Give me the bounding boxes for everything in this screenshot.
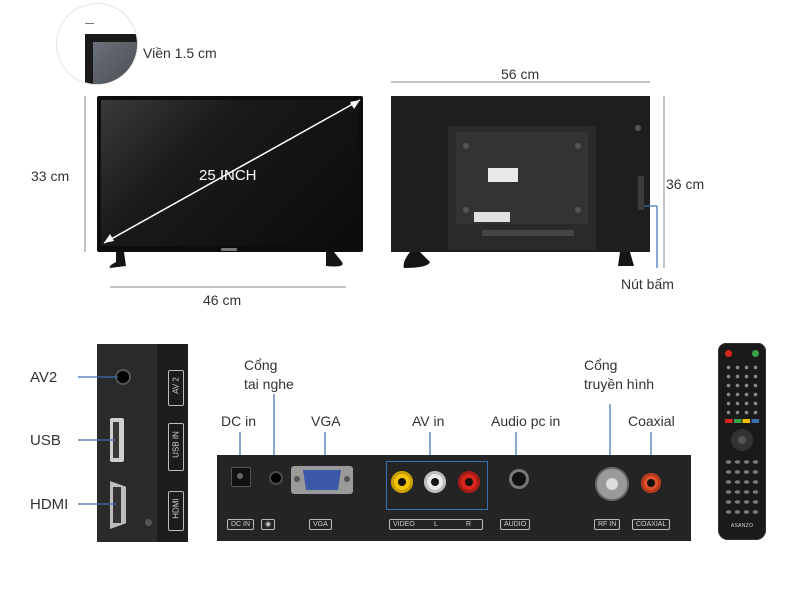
panel-label-dc-in: DC IN (227, 519, 255, 530)
front-logo (221, 248, 237, 251)
screen-size-label: 25 INCH (199, 167, 257, 184)
av-right-jack (458, 471, 480, 493)
remote-dpad (731, 429, 753, 451)
coaxial-port (641, 473, 661, 493)
front-height-label: 33 cm (31, 168, 70, 184)
bezel-width-marker (85, 23, 94, 24)
remote-control: ASANZO (718, 343, 766, 540)
back-sticker (488, 168, 518, 182)
panel-label-video: VIDEO (393, 521, 415, 528)
headphone-port (269, 471, 283, 485)
panel-label-vga: VGA (309, 519, 332, 530)
panel-label-usb: USB IN (168, 423, 184, 471)
dimension-overlay (84, 81, 665, 288)
back-stand-left (403, 252, 430, 268)
audio-pc-in-label: Audio pc in (491, 413, 561, 429)
buttons-label: Nút bấm (621, 276, 674, 292)
bezel-zoom (57, 4, 137, 84)
panel-label-audio: AUDIO (500, 519, 531, 530)
usb-label: USB (30, 432, 61, 449)
bezel-corner (85, 34, 137, 84)
vesa-hole-1 (463, 143, 469, 149)
av2-label: AV2 (30, 369, 58, 386)
panel-label-hdmi: HDMI (168, 491, 184, 531)
vesa-hole-2 (575, 143, 581, 149)
headphone-label-line1: Cổng (244, 357, 278, 373)
remote-brand-logo: ASANZO (730, 523, 754, 529)
back-buttons (638, 176, 644, 210)
panel-label-r: R (466, 521, 472, 528)
remote-lower-buttons (724, 457, 760, 515)
av-left-jack (424, 471, 446, 493)
hdmi-port (110, 481, 126, 529)
dc-in-label: DC in (221, 413, 257, 429)
vesa-hole-3 (463, 207, 469, 213)
panel-label-headphone-icon: ◉ (261, 519, 276, 530)
av-in-label: AV in (412, 413, 445, 429)
vga-label: VGA (311, 413, 341, 429)
rf-in-port (595, 467, 629, 501)
remote-number-pad (724, 363, 760, 415)
panel-label-av2: AV 2 (168, 370, 184, 406)
av-video-jack (391, 471, 413, 493)
tv-port-label-line1: Cổng (584, 357, 618, 373)
tv-port-label-line2: truyền hình (584, 376, 655, 392)
diagonal-arrow (103, 99, 361, 244)
audio-pc-in-port (509, 469, 529, 489)
vga-port (291, 466, 353, 494)
bezel-label: Viền 1.5 cm (143, 45, 217, 61)
back-height-label: 36 cm (666, 176, 705, 192)
front-stand-left (109, 252, 126, 268)
back-width-label: 56 cm (501, 66, 540, 82)
hdmi-label: HDMI (30, 496, 69, 513)
back-stand-right (618, 252, 634, 266)
panel-label-l: L (434, 521, 438, 528)
coaxial-label: Coaxial (628, 413, 675, 429)
remote-mute-button (752, 350, 759, 357)
vesa-hole-4 (575, 207, 581, 213)
front-stand-right (326, 252, 343, 267)
rear-port-panel: DC IN ◉ VGA VIDEO L R AUDIO RF IN COAXIA… (217, 455, 691, 541)
front-width-label: 46 cm (203, 292, 242, 308)
headphone-label-line2: tai nghe (244, 376, 294, 392)
panel-label-rf-in: RF IN (594, 519, 621, 530)
remote-color-buttons (725, 419, 759, 423)
dc-in-port (231, 467, 251, 487)
panel-label-video-lr: VIDEO L R (389, 519, 483, 530)
remote-power-button (725, 350, 732, 357)
av-in-group (386, 461, 488, 510)
usb-port (110, 418, 124, 462)
panel-label-coaxial: COAXIAL (632, 519, 671, 530)
